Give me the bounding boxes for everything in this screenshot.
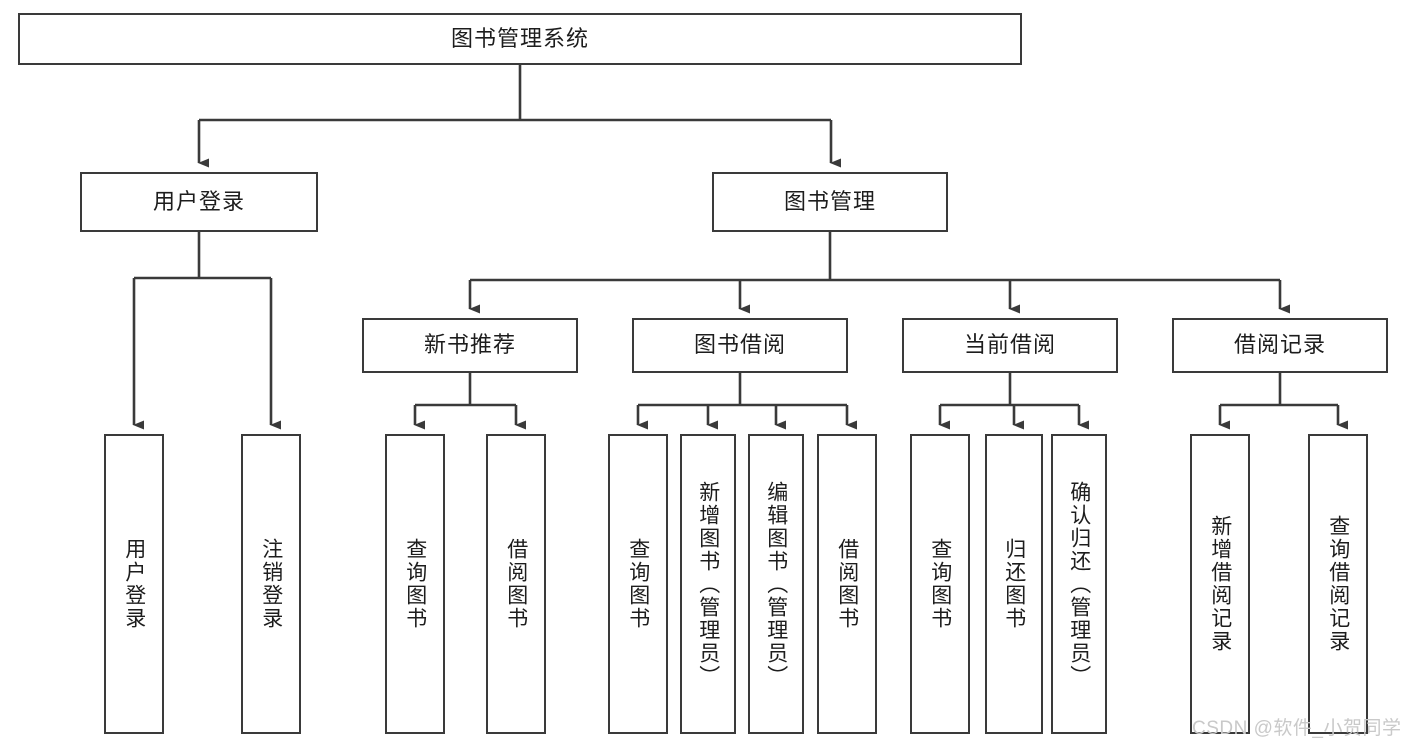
node-leaf-query-record-label: 查询借阅记录 xyxy=(1326,515,1350,653)
node-leaf-query-book-nbr[interactable]: 查询图书 xyxy=(385,434,445,734)
node-leaf-logout[interactable]: 注销登录 xyxy=(241,434,301,734)
node-borrow-record[interactable]: 借阅记录 xyxy=(1172,318,1388,373)
node-user-login[interactable]: 用户登录 xyxy=(80,172,318,232)
node-leaf-edit-book[interactable]: 编辑图书（管理员） xyxy=(748,434,804,734)
node-leaf-borrow-book-nbr[interactable]: 借阅图书 xyxy=(486,434,546,734)
node-book-borrow-label: 图书借阅 xyxy=(693,332,786,358)
node-book-manage-label: 图书管理 xyxy=(783,188,876,214)
watermark: CSDN @软件_小贺同学 xyxy=(1192,718,1402,739)
node-leaf-confirm-return-label: 确认归还（管理员） xyxy=(1067,480,1091,688)
node-new-book-recommend[interactable]: 新书推荐 xyxy=(362,318,578,373)
node-leaf-query-book-bb-label: 查询图书 xyxy=(626,538,650,630)
node-leaf-query-book-cb[interactable]: 查询图书 xyxy=(910,434,970,734)
node-leaf-confirm-return[interactable]: 确认归还（管理员） xyxy=(1051,434,1107,734)
node-root-label: 图书管理系统 xyxy=(450,25,589,51)
node-leaf-return-book[interactable]: 归还图书 xyxy=(985,434,1043,734)
node-leaf-query-book-bb[interactable]: 查询图书 xyxy=(608,434,668,734)
node-leaf-query-book-cb-label: 查询图书 xyxy=(928,538,952,630)
node-leaf-borrow-book-bb-label: 借阅图书 xyxy=(835,538,859,630)
node-book-borrow[interactable]: 图书借阅 xyxy=(632,318,848,373)
node-leaf-add-book[interactable]: 新增图书（管理员） xyxy=(680,434,736,734)
node-new-book-recommend-label: 新书推荐 xyxy=(423,332,516,358)
node-leaf-add-record-label: 新增借阅记录 xyxy=(1208,515,1232,653)
node-leaf-logout-label: 注销登录 xyxy=(259,538,283,630)
node-leaf-borrow-book-nbr-label: 借阅图书 xyxy=(504,538,528,630)
node-leaf-add-book-label: 新增图书（管理员） xyxy=(696,480,720,688)
node-root[interactable]: 图书管理系统 xyxy=(18,13,1022,65)
node-leaf-return-book-label: 归还图书 xyxy=(1002,538,1026,630)
node-current-borrow[interactable]: 当前借阅 xyxy=(902,318,1118,373)
node-book-manage[interactable]: 图书管理 xyxy=(712,172,948,232)
node-leaf-edit-book-label: 编辑图书（管理员） xyxy=(764,480,788,688)
node-leaf-query-book-nbr-label: 查询图书 xyxy=(403,538,427,630)
node-borrow-record-label: 借阅记录 xyxy=(1233,332,1326,358)
node-leaf-user-login-label: 用户登录 xyxy=(122,538,146,630)
node-leaf-add-record[interactable]: 新增借阅记录 xyxy=(1190,434,1250,734)
node-leaf-user-login[interactable]: 用户登录 xyxy=(104,434,164,734)
node-current-borrow-label: 当前借阅 xyxy=(963,332,1056,358)
node-leaf-query-record[interactable]: 查询借阅记录 xyxy=(1308,434,1368,734)
node-leaf-borrow-book-bb[interactable]: 借阅图书 xyxy=(817,434,877,734)
node-user-login-label: 用户登录 xyxy=(152,188,245,214)
